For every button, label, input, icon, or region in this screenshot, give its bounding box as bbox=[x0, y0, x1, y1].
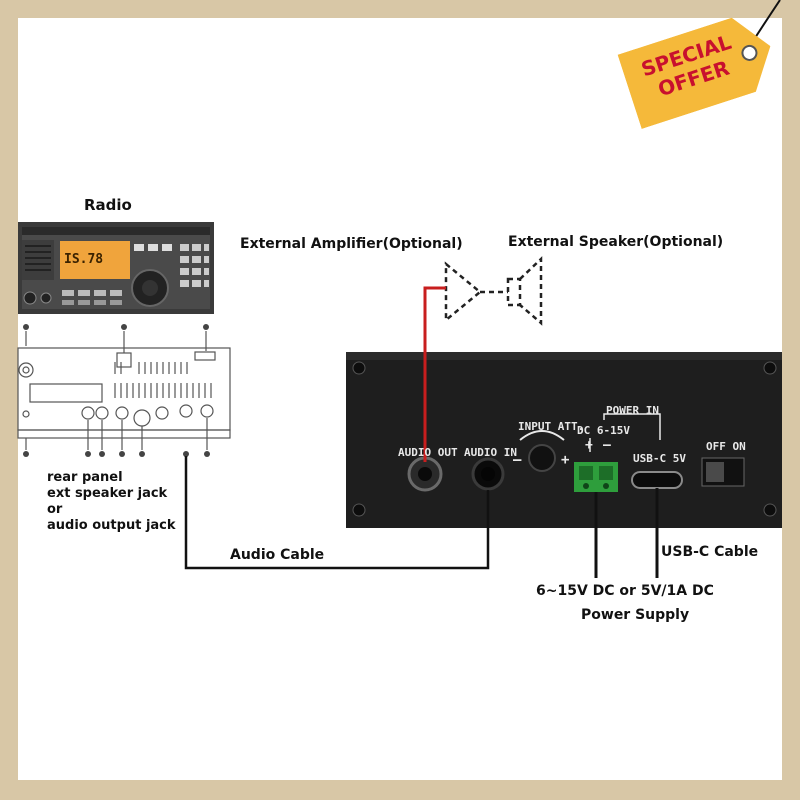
external-amplifier-label: External Amplifier(Optional) bbox=[240, 236, 463, 252]
radio-rear-panel bbox=[17, 331, 231, 450]
rear-panel-line: or bbox=[47, 502, 63, 517]
audio-out-label: AUDIO OUT bbox=[398, 446, 458, 459]
audio-cable bbox=[184, 456, 490, 570]
power-switch bbox=[706, 462, 724, 482]
power-in-label: POWER IN bbox=[606, 404, 659, 417]
rear-panel-line: audio output jack bbox=[47, 518, 176, 533]
power-supply-label: Power Supply bbox=[581, 607, 690, 623]
dc-input-label: DC 6-15V bbox=[577, 424, 630, 437]
input-att-label: INPUT ATT. bbox=[518, 420, 585, 433]
dc-plus-label: + bbox=[585, 438, 593, 453]
tag-shape bbox=[617, 17, 771, 129]
external-speaker bbox=[506, 256, 543, 326]
input-att-knob bbox=[528, 444, 556, 472]
audio-cable-label: Audio Cable bbox=[230, 547, 325, 563]
special-offer-badge: SPECIAL OFFER bbox=[617, 9, 783, 129]
usb-c-cable-label: USB-C Cable bbox=[661, 544, 759, 560]
dc-minus-label: – bbox=[603, 438, 611, 453]
rear-panel-line: rear panel bbox=[47, 470, 123, 485]
off-on-label: OFF ON bbox=[706, 440, 746, 453]
radio-front: IS.78 bbox=[18, 222, 214, 314]
input-att-plus: + bbox=[561, 452, 570, 468]
usb-c-label: USB-C 5V bbox=[633, 452, 686, 465]
rear-panel-line: ext speaker jack bbox=[47, 486, 168, 501]
interface-device bbox=[346, 352, 782, 528]
radio-display-text: IS.78 bbox=[64, 252, 103, 267]
external-amplifier bbox=[444, 261, 508, 323]
audio-in-label: AUDIO IN bbox=[464, 446, 517, 459]
radio-display bbox=[60, 241, 130, 279]
rear-panel-label: rear panel ext speaker jack or audio out… bbox=[47, 470, 176, 534]
external-speaker-label: External Speaker(Optional) bbox=[508, 234, 724, 250]
tag-hole bbox=[741, 44, 758, 61]
red-audio-cable bbox=[423, 286, 446, 462]
rear-panel-markers bbox=[23, 324, 210, 457]
input-att-minus: – bbox=[513, 452, 522, 468]
power-supply-spec-label: 6~15V DC or 5V/1A DC bbox=[536, 583, 714, 599]
usb-c-port bbox=[631, 471, 683, 489]
radio-label: Radio bbox=[84, 196, 132, 214]
